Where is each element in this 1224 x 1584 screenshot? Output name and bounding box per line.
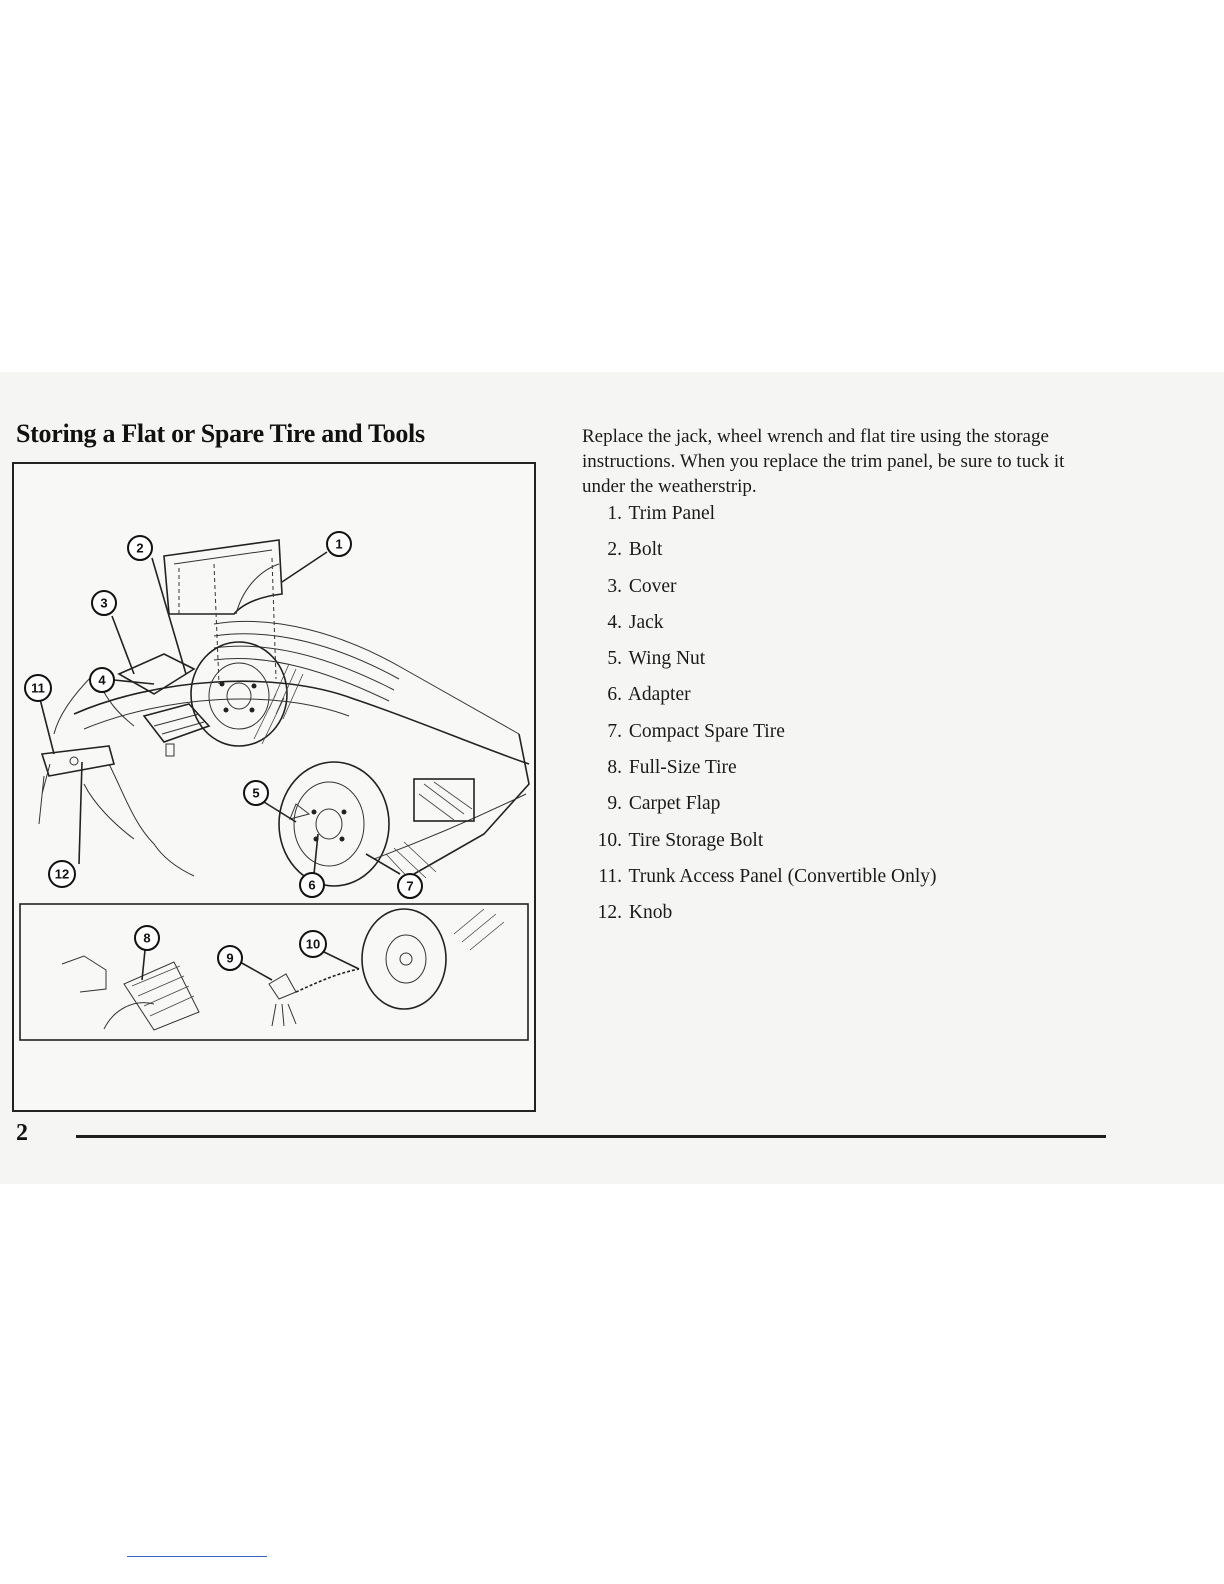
list-item: 8. Full-Size Tire xyxy=(580,756,937,792)
callout-12: 12 xyxy=(48,860,76,888)
item-label: Knob xyxy=(628,902,673,924)
svg-text:8: 8 xyxy=(143,931,150,946)
callout-3: 3 xyxy=(91,590,117,616)
tire-storage-illustration: 1 2 3 4 5 6 7 8 xyxy=(12,462,536,1112)
item-label: Wing Nut xyxy=(628,648,706,670)
callout-9: 9 xyxy=(217,945,243,971)
item-number: 5. xyxy=(607,648,622,670)
list-item: 11. Trunk Access Panel (Convertible Only… xyxy=(580,865,937,901)
item-number: 2. xyxy=(607,539,622,561)
inset-detail-box xyxy=(19,903,529,1041)
item-label: Trim Panel xyxy=(628,503,716,524)
list-item: 12. Knob xyxy=(580,901,937,937)
item-number: 4. xyxy=(607,611,622,633)
item-label: Carpet Flap xyxy=(628,793,721,815)
item-number: 11. xyxy=(598,865,622,887)
list-item: 6. Adapter xyxy=(580,683,937,719)
list-item: 10. Tire Storage Bolt xyxy=(580,829,937,865)
svg-text:1: 1 xyxy=(335,537,342,552)
spare-tire-in-well xyxy=(190,641,288,747)
compact-spare-tire xyxy=(278,761,390,887)
item-number: 8. xyxy=(607,757,622,779)
item-number: 12. xyxy=(597,902,622,924)
item-number: 9. xyxy=(607,793,622,815)
callout-10: 10 xyxy=(299,930,327,958)
bottom-divider xyxy=(127,1556,267,1557)
list-item: 5. Wing Nut xyxy=(580,647,937,683)
list-item: 2. Bolt xyxy=(580,538,937,574)
inset-tire xyxy=(361,908,447,1010)
trunk-bracket xyxy=(413,778,475,822)
callout-11: 11 xyxy=(24,674,52,702)
item-number: 7. xyxy=(607,720,622,742)
carpet-flap-shape xyxy=(268,973,297,1000)
list-item: 9. Carpet Flap xyxy=(580,792,937,828)
item-number: 1. xyxy=(607,503,622,524)
svg-text:5: 5 xyxy=(252,786,259,801)
svg-text:2: 2 xyxy=(136,541,143,556)
footer-rule xyxy=(76,1135,1106,1138)
item-number: 10. xyxy=(597,829,622,851)
item-number: 3. xyxy=(607,575,622,597)
item-label: Tire Storage Bolt xyxy=(628,829,764,851)
item-label: Cover xyxy=(628,575,677,597)
page-heading: Storing a Flat or Spare Tire and Tools xyxy=(16,419,425,448)
svg-text:3: 3 xyxy=(100,596,107,611)
callout-4: 4 xyxy=(89,667,115,693)
svg-text:12: 12 xyxy=(55,867,69,882)
list-item: 3. Cover xyxy=(580,575,937,611)
callout-leaders xyxy=(39,551,401,981)
item-number: 6. xyxy=(607,684,622,706)
cover-shape xyxy=(117,653,196,695)
parts-list: 1. Trim Panel 2. Bolt 3. Cover 4. Jack 5… xyxy=(580,502,937,938)
list-item: 7. Compact Spare Tire xyxy=(580,720,937,756)
item-label: Compact Spare Tire xyxy=(628,720,785,742)
callout-1: 1 xyxy=(326,531,352,557)
intro-paragraph: Replace the jack, wheel wrench and flat … xyxy=(582,426,1065,497)
svg-text:11: 11 xyxy=(31,681,45,696)
item-label: Adapter xyxy=(627,684,691,706)
callout-5: 5 xyxy=(243,780,269,806)
item-label: Bolt xyxy=(628,539,663,561)
list-item: 1. Trim Panel xyxy=(580,502,937,538)
svg-text:4: 4 xyxy=(98,673,106,688)
svg-text:10: 10 xyxy=(306,937,320,952)
page-number: 2 xyxy=(16,1120,28,1146)
trunk-access-panel-shape xyxy=(40,745,116,777)
jack-shape xyxy=(142,703,211,743)
svg-text:7: 7 xyxy=(406,879,413,894)
callout-7: 7 xyxy=(397,873,423,899)
item-label: Full-Size Tire xyxy=(628,757,737,779)
trunk-edge-line xyxy=(73,680,530,765)
callout-2: 2 xyxy=(127,535,153,561)
trim-panel-shape xyxy=(163,539,283,615)
illustration-drawing: 1 2 3 4 5 6 7 8 xyxy=(19,531,530,1041)
list-item: 4. Jack xyxy=(580,611,937,647)
item-label: Jack xyxy=(628,611,664,633)
callout-6: 6 xyxy=(299,872,325,898)
svg-text:6: 6 xyxy=(308,878,315,893)
callout-8: 8 xyxy=(134,925,160,951)
item-label: Trunk Access Panel (Convertible Only) xyxy=(628,865,937,887)
svg-text:9: 9 xyxy=(226,951,233,966)
full-size-tire-tread xyxy=(123,961,200,1031)
